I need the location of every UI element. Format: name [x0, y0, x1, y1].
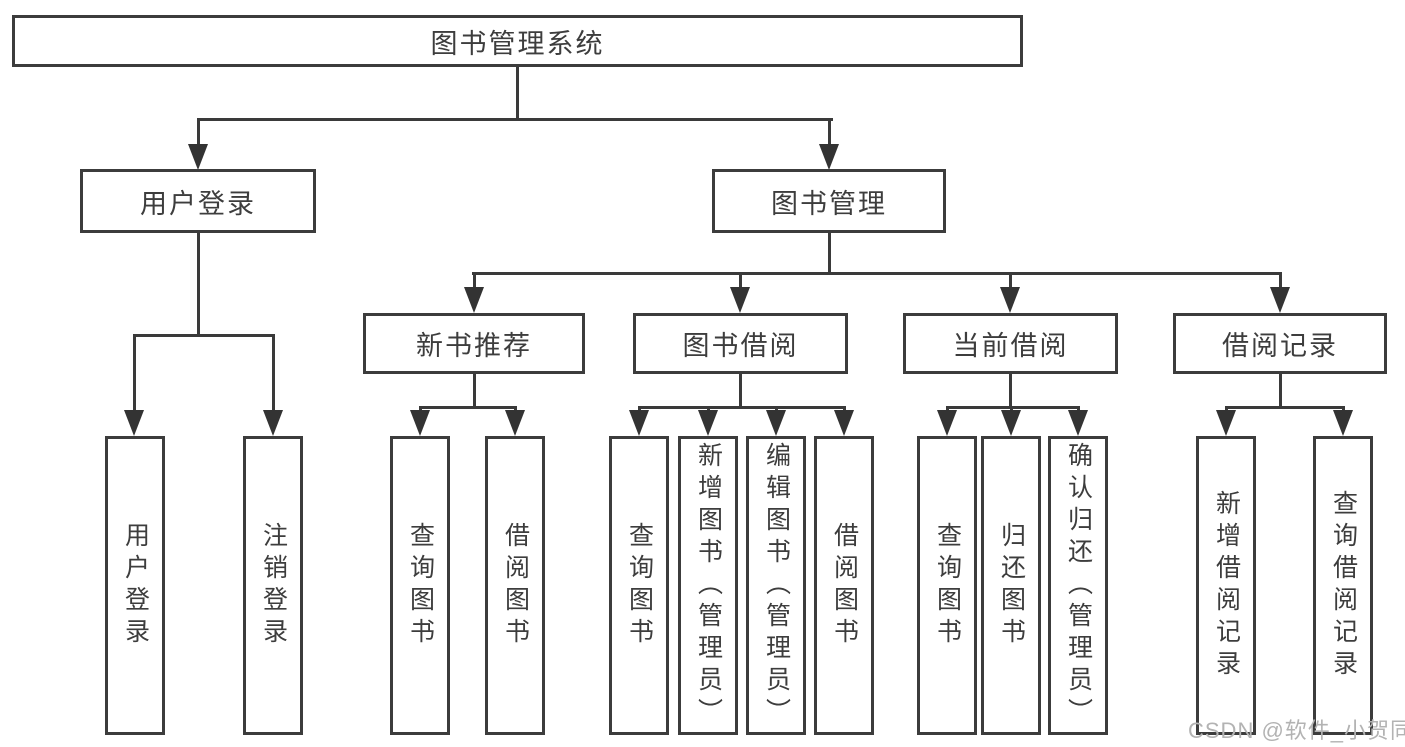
leaf-borrow-books-new: 借阅图书 [485, 436, 545, 735]
arrow-down-icon [1068, 410, 1088, 436]
arrow-down-icon [834, 410, 854, 436]
arrow-down-icon [263, 410, 283, 436]
leaf-query-books-current: 查询图书 [917, 436, 977, 735]
arrow-down-icon [730, 287, 750, 313]
leaf-confirm-return-admin: 确认归还（管理员） [1048, 436, 1108, 735]
connector-to-user-login [197, 118, 200, 148]
leaf-add-borrow-record: 新增借阅记录 [1196, 436, 1256, 735]
connector-new-book-stem [473, 374, 476, 408]
arrow-down-icon [698, 410, 718, 436]
connector-to-current-borrow [1009, 272, 1012, 292]
arrow-down-icon [1333, 410, 1353, 436]
leaf-return-book: 归还图书 [981, 436, 1041, 735]
arrow-down-icon [819, 144, 839, 170]
connector-root-stem [516, 67, 519, 120]
connector-current-borrow-stem [1009, 374, 1012, 408]
csdn-watermark: CSDN @软件_小贺同学 [1188, 718, 1405, 743]
arrow-down-icon [1001, 410, 1021, 436]
connector-borrow-record-split [1225, 406, 1344, 409]
leaf-query-books-borrow: 查询图书 [609, 436, 669, 735]
connector-new-book-split [419, 406, 516, 409]
connector-borrow-record-stem [1279, 374, 1282, 408]
connector-to-leaf-logout [272, 334, 275, 412]
arrow-down-icon [124, 410, 144, 436]
arrow-down-icon [937, 410, 957, 436]
connector-to-leaf-user-login [133, 334, 136, 412]
leaf-query-books-new: 查询图书 [390, 436, 450, 735]
connector-user-login-split [133, 334, 275, 337]
connector-to-new-book [473, 272, 476, 292]
arrow-down-icon [1270, 287, 1290, 313]
arrow-down-icon [629, 410, 649, 436]
node-new-book-recommendation: 新书推荐 [363, 313, 585, 374]
connector-to-book-management [828, 118, 831, 148]
node-current-borrowing: 当前借阅 [903, 313, 1118, 374]
leaf-borrow-books-borrow: 借阅图书 [814, 436, 874, 735]
arrow-down-icon [410, 410, 430, 436]
connector-to-book-borrow [739, 272, 742, 292]
leaf-query-borrow-record: 查询借阅记录 [1313, 436, 1373, 735]
node-user-login: 用户登录 [80, 169, 316, 233]
arrow-down-icon [1000, 287, 1020, 313]
leaf-edit-book-admin: 编辑图书（管理员） [746, 436, 806, 735]
connector-to-borrow-record [1279, 272, 1282, 292]
connector-level1-split [197, 118, 833, 121]
connector-book-borrow-stem [739, 374, 742, 408]
connector-user-login-stem [197, 233, 200, 336]
leaf-logout: 注销登录 [243, 436, 303, 735]
node-library-management-system: 图书管理系统 [12, 15, 1023, 67]
node-book-borrowing: 图书借阅 [633, 313, 848, 374]
arrow-down-icon [188, 144, 208, 170]
leaf-add-book-admin: 新增图书（管理员） [678, 436, 738, 735]
node-borrowing-records: 借阅记录 [1173, 313, 1387, 374]
arrow-down-icon [505, 410, 525, 436]
node-book-management: 图书管理 [712, 169, 946, 233]
connector-level2-split [472, 272, 1282, 275]
arrow-down-icon [766, 410, 786, 436]
arrow-down-icon [464, 287, 484, 313]
leaf-user-login: 用户登录 [105, 436, 165, 735]
connector-book-management-stem [828, 233, 831, 275]
arrow-down-icon [1216, 410, 1236, 436]
connector-book-borrow-split [638, 406, 845, 409]
